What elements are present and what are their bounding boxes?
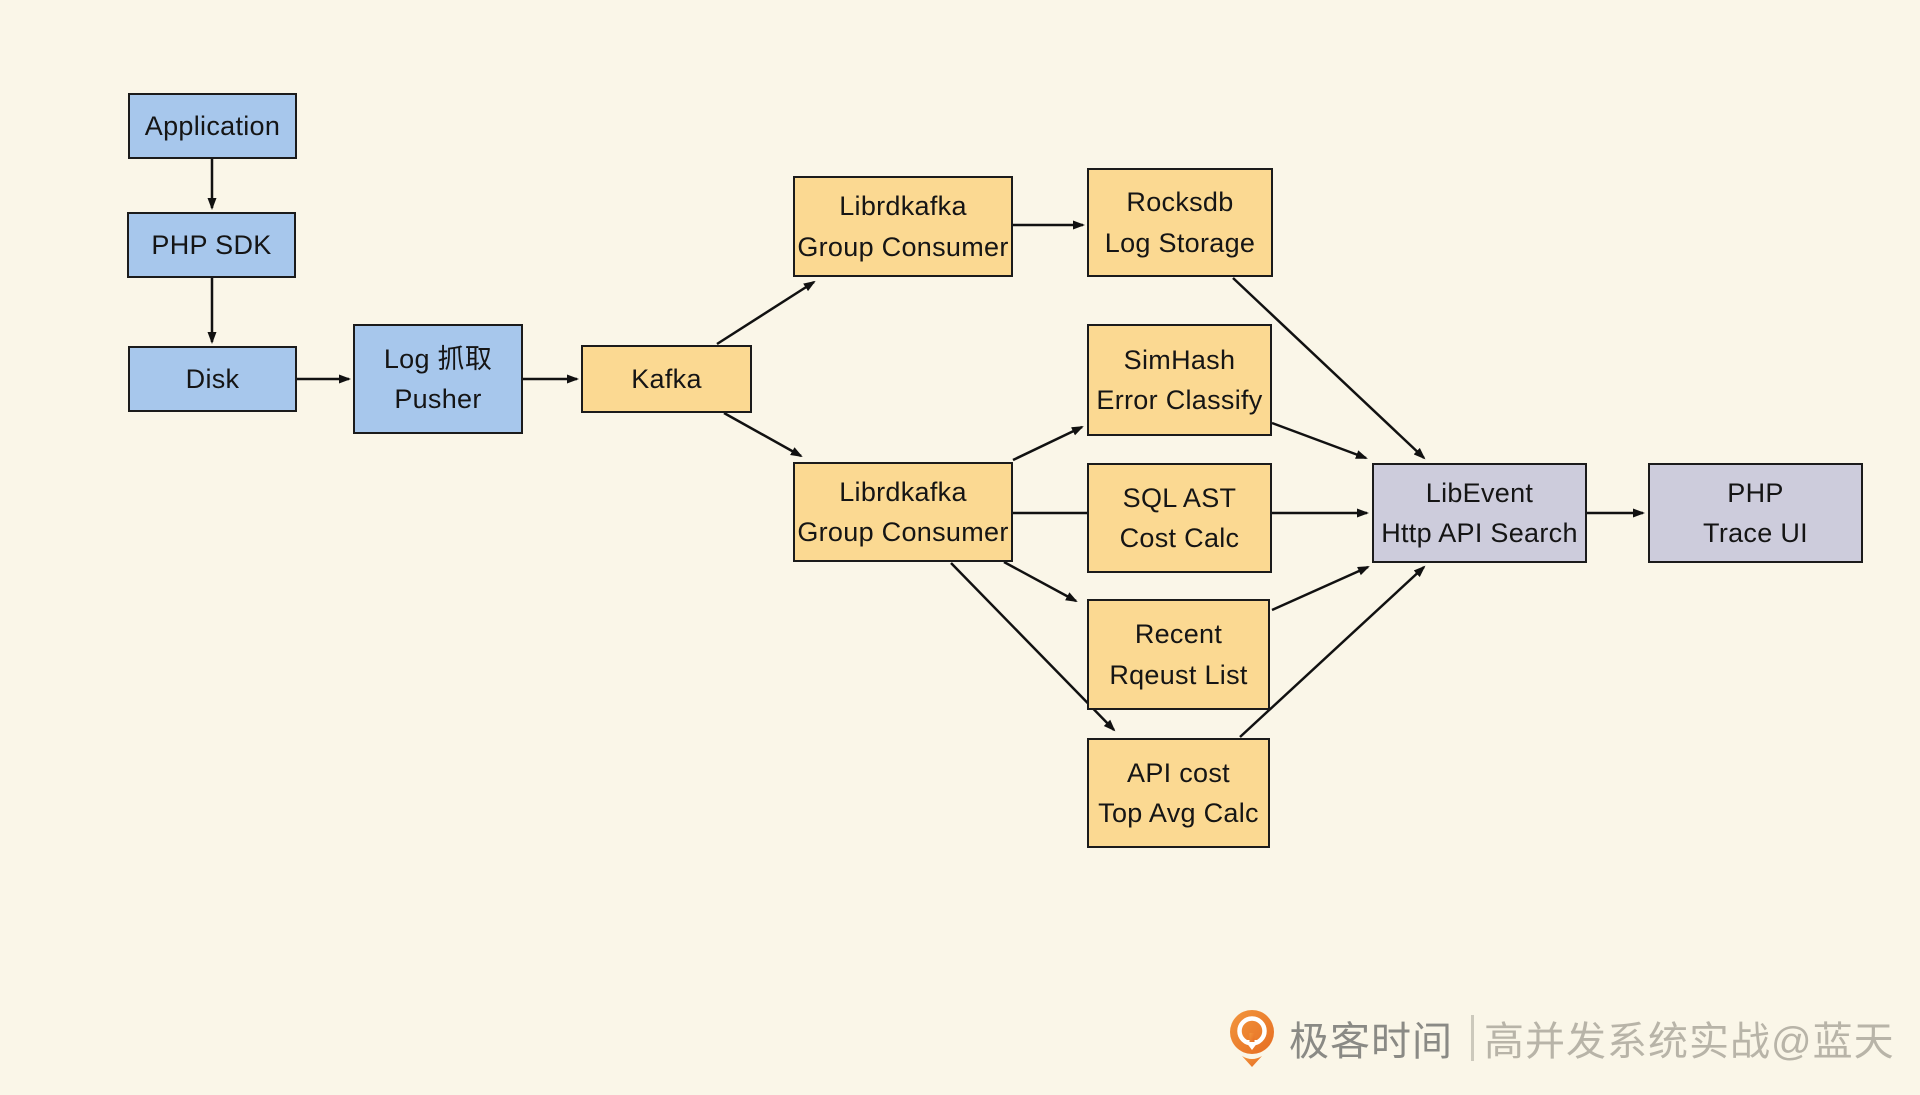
- node-label: Cost Calc: [1119, 523, 1240, 553]
- separator-bar: [1471, 1015, 1474, 1061]
- node-php-trace: PHP Trace UI: [1648, 463, 1863, 563]
- node-label: LibEvent: [1425, 477, 1534, 508]
- course-title: 高并发系统实战@蓝天: [1484, 1020, 1895, 1064]
- brand-name: 极客时间: [1289, 1020, 1453, 1064]
- edge-librdkafka-2-to-simhash: [1012, 425, 1084, 462]
- node-log-pusher: Log 抓取 Pusher: [353, 324, 523, 434]
- node-label: Librdkafka: [839, 191, 967, 221]
- node-label: PHP: [1727, 477, 1784, 508]
- node-label: Kafka: [631, 363, 702, 394]
- node-label: SQL AST: [1122, 482, 1237, 513]
- node-label: API cost: [1127, 757, 1230, 788]
- node-label: Librdkafka: [839, 476, 967, 507]
- node-kafka: Kafka: [581, 345, 752, 413]
- edge-simhash-to-libevent: [1271, 421, 1368, 460]
- node-label: Trace UI: [1703, 518, 1808, 548]
- node-label: PHP SDK: [151, 229, 272, 260]
- node-label: Top Avg Calc: [1098, 798, 1259, 828]
- node-label: Application: [144, 110, 281, 141]
- node-label: Log 抓取: [383, 343, 493, 374]
- edge-api-cost-to-libevent: [1239, 565, 1426, 738]
- node-label: Recent: [1134, 619, 1223, 649]
- node-label: Rqeust List: [1109, 659, 1248, 690]
- node-label: Http API Search: [1381, 518, 1578, 548]
- node-label: Rocksdb: [1126, 187, 1234, 217]
- node-label: Log Storage: [1104, 227, 1256, 258]
- watermark: 极客时间 高并发系统实战@蓝天: [1229, 1006, 1895, 1070]
- node-label: Group Consumer: [797, 517, 1009, 547]
- node-label: Error Classify: [1096, 385, 1263, 415]
- edge-kafka-to-librdkafka-1: [716, 280, 816, 346]
- edge-rocksdb-to-libevent: [1232, 277, 1426, 460]
- edge-kafka-to-librdkafka-2: [723, 411, 803, 458]
- node-label: Pusher: [394, 384, 482, 414]
- node-sql-ast: SQL AST Cost Calc: [1087, 463, 1272, 573]
- edge-librdkafka-2-to-api-cost: [950, 562, 1116, 732]
- edge-librdkafka-2-to-recent: [1003, 560, 1078, 603]
- node-label: SimHash: [1123, 344, 1236, 375]
- node-php-sdk: PHP SDK: [127, 212, 296, 278]
- node-label: Disk: [185, 363, 240, 394]
- edge-recent-to-libevent: [1271, 565, 1370, 612]
- node-label: Group Consumer: [797, 231, 1009, 262]
- node-application: Application: [128, 93, 297, 159]
- node-disk: Disk: [128, 346, 297, 412]
- geektime-pin-icon: [1230, 1010, 1274, 1067]
